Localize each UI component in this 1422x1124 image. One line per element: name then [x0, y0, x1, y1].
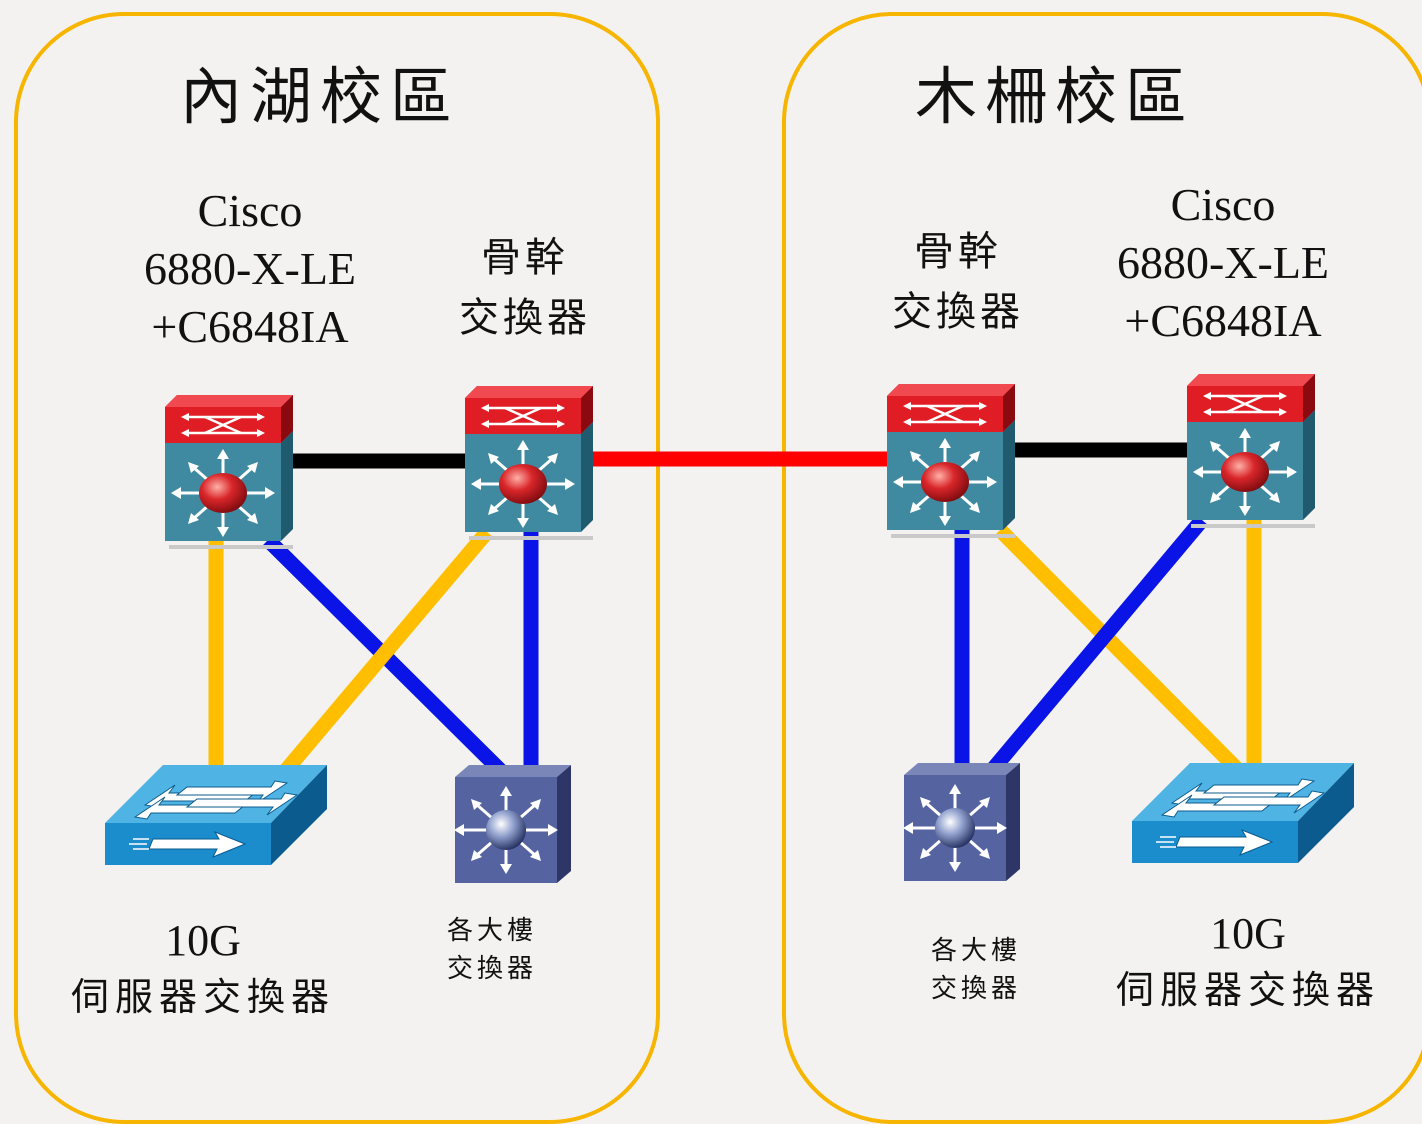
left-core-switch-icon — [465, 386, 597, 542]
model-line: Cisco — [197, 185, 303, 236]
core-line: 交換器 — [459, 295, 591, 341]
link-left-core-to-server-yellow — [276, 527, 493, 780]
right-router-6880-icon — [1187, 374, 1319, 530]
muzha-campus-title: 木柵校區 — [914, 60, 1196, 133]
left-router-6880-icon — [165, 395, 297, 551]
right-building-switch-icon — [904, 763, 1022, 883]
model-line: 6880-X-LE — [1116, 237, 1330, 288]
right-router-model-label: Cisco 6880-X-LE +C6848IA — [1117, 176, 1329, 350]
right-core-switch-icon — [887, 384, 1019, 540]
server-line: 伺服器交換器 — [1115, 968, 1381, 1012]
building-line: 各大樓 — [930, 936, 1022, 966]
left-router-model-label: Cisco 6880-X-LE +C6848IA — [144, 182, 356, 356]
link-right-core-to-server-yellow — [994, 524, 1244, 776]
left-server-switch-label: 10G 伺服器交換器 — [71, 913, 335, 1025]
server-line: 10G — [165, 916, 241, 965]
neihu-campus-title: 內湖校區 — [179, 60, 461, 133]
right-server-switch-label: 10G 伺服器交換器 — [1116, 906, 1380, 1018]
left-server-switch-icon — [105, 765, 328, 866]
model-line: +C6848IA — [1124, 295, 1322, 346]
server-line: 伺服器交換器 — [70, 975, 336, 1019]
right-building-switch-label: 各大樓 交換器 — [931, 932, 1021, 1008]
building-line: 交換器 — [446, 954, 538, 984]
left-building-switch-label: 各大樓 交換器 — [447, 912, 537, 988]
right-core-switch-label: 骨幹 交換器 — [892, 222, 1024, 342]
link-right-model-to-building-blue — [982, 515, 1208, 780]
core-line: 骨幹 — [914, 229, 1002, 275]
server-line: 10G — [1210, 909, 1286, 958]
right-server-switch-icon — [1132, 763, 1355, 864]
left-building-switch-icon — [455, 765, 573, 885]
model-line: 6880-X-LE — [143, 243, 357, 294]
core-line: 骨幹 — [481, 235, 569, 281]
model-line: +C6848IA — [151, 301, 349, 352]
model-line: Cisco — [1170, 179, 1276, 230]
building-line: 各大樓 — [446, 916, 538, 946]
core-line: 交換器 — [892, 289, 1024, 335]
left-core-switch-label: 骨幹 交換器 — [459, 228, 591, 348]
building-line: 交換器 — [930, 974, 1022, 1004]
